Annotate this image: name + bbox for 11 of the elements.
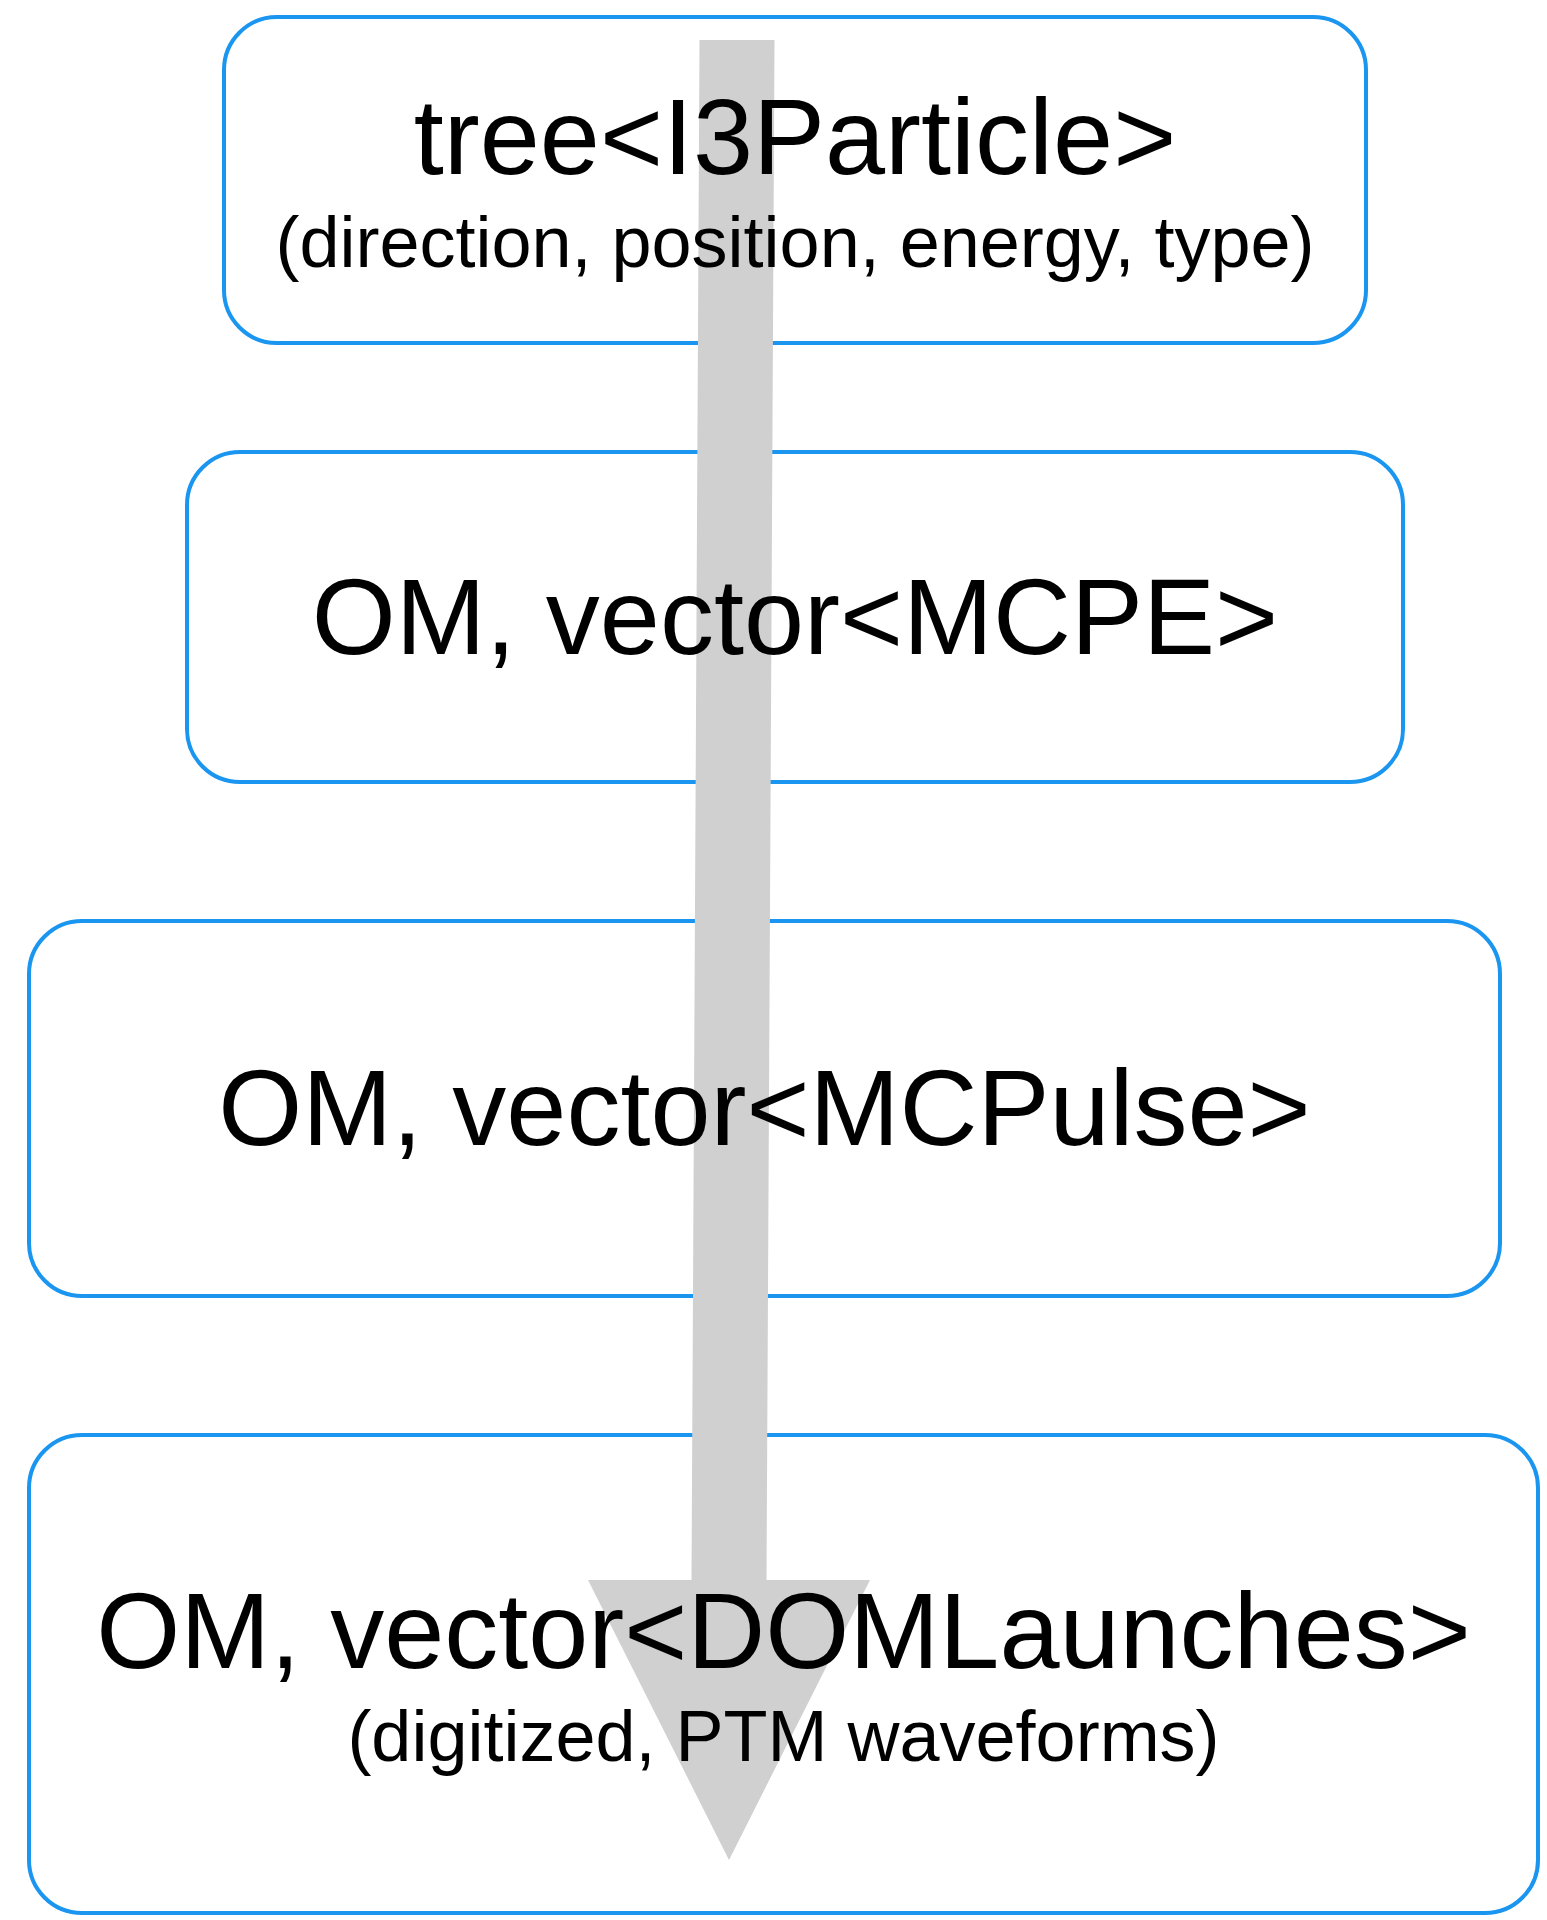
rounded-box bbox=[27, 919, 1502, 1298]
node-title: OM, vector<MCPE> bbox=[311, 554, 1279, 679]
rounded-box bbox=[185, 450, 1405, 784]
block-arrow bbox=[588, 40, 870, 1860]
node-title: tree<I3Particle> bbox=[413, 74, 1177, 199]
node-title: OM, vector<DOMLaunches> bbox=[96, 1568, 1471, 1693]
rounded-box bbox=[222, 15, 1368, 345]
rounded-box bbox=[27, 1433, 1540, 1915]
node-subtitle: (direction, position, energy, type) bbox=[275, 200, 1315, 284]
node-subtitle: (digitized, PTM waveforms) bbox=[347, 1694, 1220, 1778]
node-title: OM, vector<MCPulse> bbox=[218, 1046, 1311, 1171]
